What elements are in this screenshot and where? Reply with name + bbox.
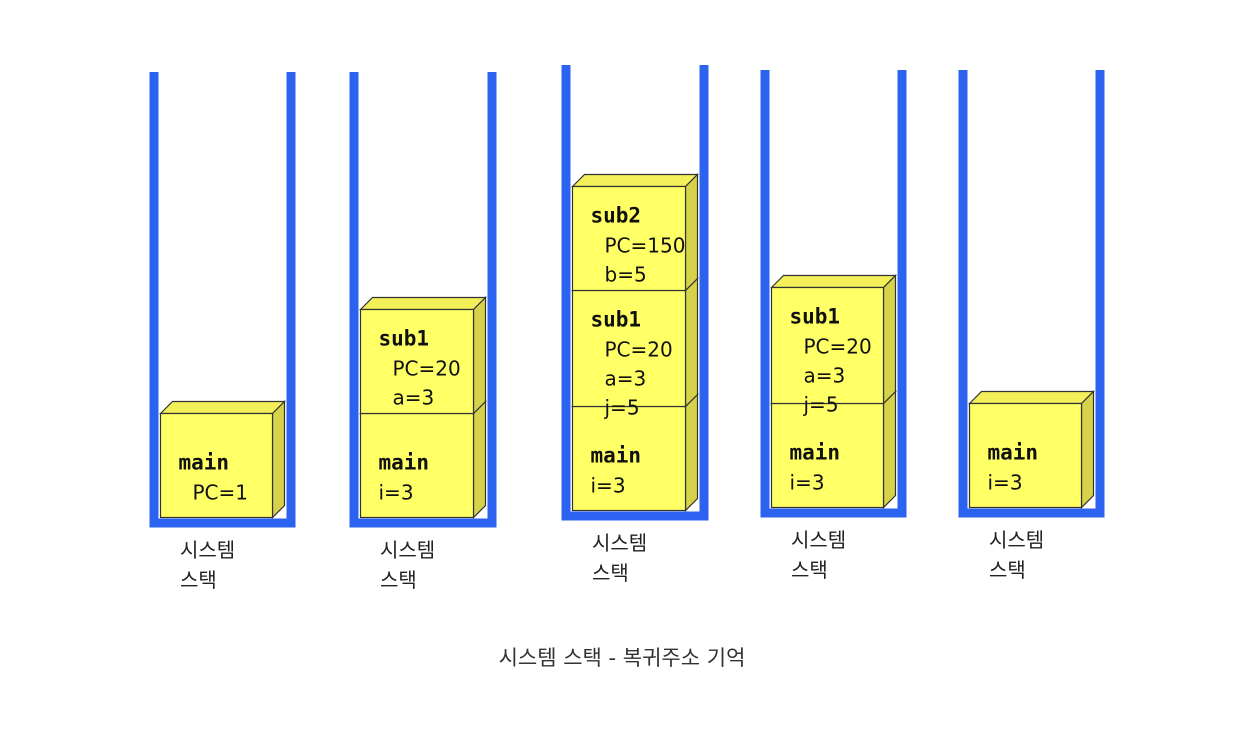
stack-label: 시스템 [180,538,235,562]
frame-line: i=3 [790,471,825,495]
frame-title: sub1 [591,308,642,332]
frame-main: main i=3 [571,393,699,512]
frame-side-face [882,390,897,509]
frame-side-face [1080,390,1095,509]
frame-side-face [684,393,699,512]
frame-side-face [472,400,487,519]
frame-title: main [379,451,430,475]
stack-container [149,72,296,528]
frame-line: a=3 [605,367,647,391]
stack-label: 시스템 [380,538,435,562]
frame-front-face [571,405,687,512]
stack-container [349,72,497,528]
stack-label: 스택 [592,561,629,585]
frame-line: j=5 [604,396,640,420]
diagram-caption: 시스템 스택 - 복귀주소 기억 [498,646,746,670]
frame-line: b=5 [605,263,647,287]
frame-front-face [571,185,687,292]
frame-title: main [179,451,230,475]
frame-top-face [159,400,286,415]
stack-container [958,70,1105,518]
stack-label: 스택 [380,568,417,592]
frame-line: PC=1 [193,481,249,505]
frame-front-face [770,286,885,405]
stack-label: 스택 [791,558,828,582]
frame-title: sub1 [790,305,841,329]
frame-front-face [571,289,687,408]
frame-line: i=3 [988,471,1023,495]
frame-line: PC=150 [605,234,686,258]
frame-title: sub2 [591,204,642,228]
frame-side-face [684,277,699,408]
frame-title: main [988,441,1039,465]
frame-top-face [571,173,699,188]
frame-main: main i=3 [359,400,487,519]
frame-line: PC=20 [393,357,461,381]
frame-side-face [271,400,286,519]
frame-front-face [359,308,475,415]
stack-label: 시스템 [989,528,1044,552]
stack-container [760,70,907,518]
frame-top-face [968,390,1095,405]
frame-side-face [684,173,699,292]
stack-label: 시스템 [592,531,647,555]
frame-front-face [968,402,1083,509]
frame-front-face [359,412,475,519]
frame-top-face [359,296,487,311]
stack-label: 시스템 [791,528,846,552]
frame-title: main [790,441,841,465]
frame-front-face [770,402,885,509]
frame-side-face [882,274,897,405]
frame-top-face [770,274,897,289]
frame-line: j=5 [803,393,839,417]
frame-main: main i=3 [968,390,1095,509]
frame-title: main [591,444,642,468]
stack-label: 스택 [989,558,1026,582]
frame-title: sub1 [379,327,430,351]
stack-label: 스택 [180,568,217,592]
frame-line: PC=20 [605,338,673,362]
frame-side-face [472,296,487,415]
frame-front-face [159,412,274,519]
frame-line: a=3 [804,364,846,388]
frame-line: i=3 [379,481,414,505]
frame-line: PC=20 [804,335,872,359]
frame-line: i=3 [591,474,626,498]
frame-line: a=3 [393,386,435,410]
stack-container [561,65,709,521]
